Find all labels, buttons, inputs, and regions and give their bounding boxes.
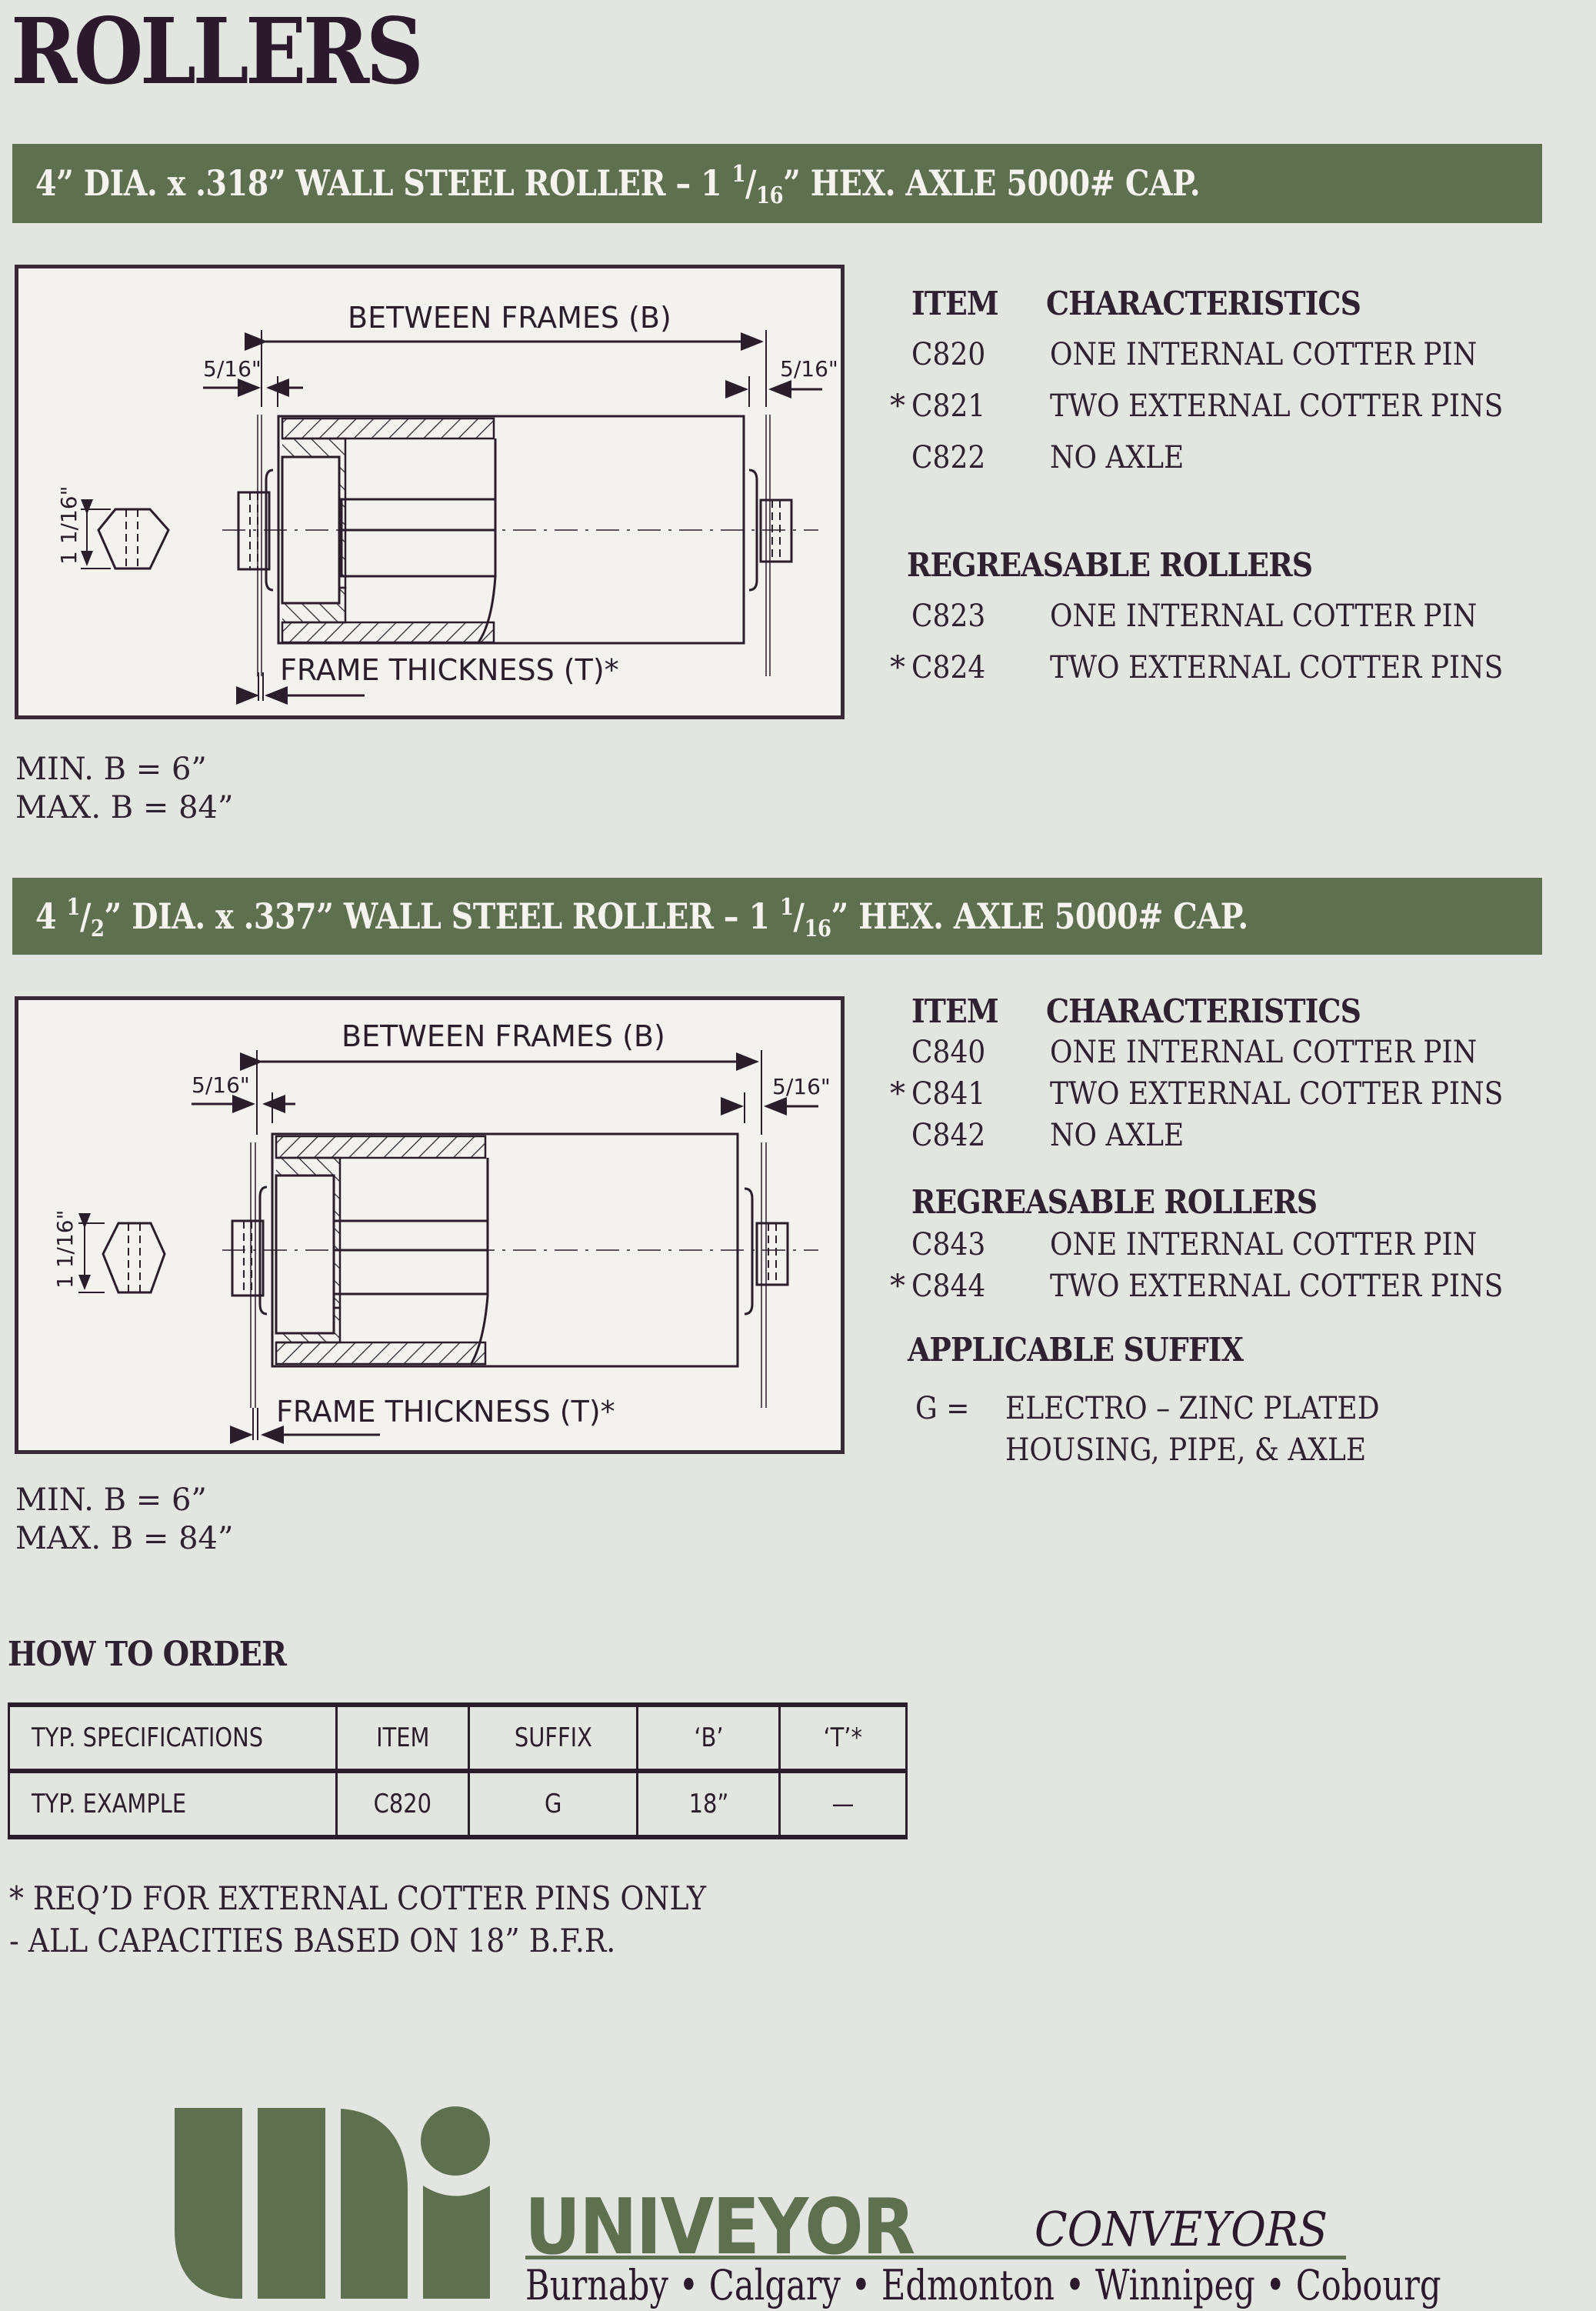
header-cell: SUFFIX	[468, 1702, 638, 1773]
brand-divider	[525, 2256, 1346, 2259]
header-cell: TYP. SPECIFICATIONS	[8, 1702, 338, 1773]
section-2-limits: MIN. B = 6” MAX. B = 84”	[15, 1481, 233, 1558]
example-cell: C820	[335, 1769, 470, 1839]
item-code: C843	[911, 1227, 986, 1262]
frame-thickness-label: FRAME THICKNESS (T)*	[276, 1395, 615, 1429]
item-code: C824	[911, 650, 986, 685]
item-description: TWO EXTERNAL COTTER PINS	[1050, 1076, 1504, 1112]
page-title: ROLLERS	[11, 0, 424, 105]
banner-mid: DIA. x .318” WALL STEEL ROLLER – 1	[73, 162, 732, 204]
section-1-limits: MIN. B = 6” MAX. B = 84”	[15, 750, 233, 827]
applicable-suffix-heading: APPLICABLE SUFFIX	[908, 1331, 1244, 1369]
hex-size-label: 1 1/16"	[56, 486, 82, 565]
item-description: ONE INTERNAL COTTER PIN	[1050, 337, 1478, 372]
min-b-text: MIN. B = 6”	[15, 1482, 207, 1518]
brand-subtitle: CONVEYORS	[1035, 2201, 1328, 2257]
section-1-item-list: ITEM CHARACTERISTICS C820 ONE INTERNAL C…	[890, 285, 1504, 685]
item-code: C822	[911, 440, 986, 475]
max-b-text: MAX. B = 84”	[15, 1521, 234, 1556]
banner-frac-num: 1	[731, 161, 746, 188]
section-2-item-list: ITEM CHARACTERISTICS C840 ONE INTERNAL C…	[890, 992, 1504, 1468]
item-code: C841	[911, 1076, 986, 1112]
header-cell: ITEM	[335, 1702, 470, 1773]
brand-name: UNIVEYOR	[525, 2182, 915, 2272]
characteristics-column-header: CHARACTERISTICS	[1046, 285, 1361, 322]
example-cell: TYP. EXAMPLE	[8, 1769, 338, 1839]
roller-cross-section-diagram: BETWEEN FRAMES (B) 5/16" 5/16" 1 1/16" F…	[56, 301, 838, 705]
item-code: C820	[911, 337, 986, 372]
office-locations: Burnaby • Calgary • Edmonton • Winnipeg …	[525, 2261, 1441, 2309]
banner-mid: ” DIA. x .337” WALL STEEL ROLLER – 1	[104, 895, 780, 937]
max-b-text: MAX. B = 84”	[15, 790, 234, 825]
univeyor-logo-mark-icon	[175, 2106, 490, 2299]
banner-post: ” HEX. AXLE 5000# CAP.	[831, 895, 1249, 937]
item-description: TWO EXTERNAL COTTER PINS	[1050, 650, 1504, 685]
banner-post: ” HEX. AXLE 5000# CAP.	[783, 162, 1201, 204]
banner-frac-num: 1	[779, 894, 794, 921]
item-description: NO AXLE	[1050, 440, 1185, 475]
suffix-description-line-2: HOUSING, PIPE, & AXLE	[1005, 1432, 1367, 1468]
banner-frac-den: 16	[756, 182, 784, 209]
suffix-code: G =	[915, 1391, 970, 1426]
item-description: TWO EXTERNAL COTTER PINS	[1050, 1269, 1504, 1304]
item-description: TWO EXTERNAL COTTER PINS	[1050, 389, 1504, 424]
order-table-example-row: TYP. EXAMPLE C820 G 18” —	[8, 1769, 908, 1839]
left-clearance-label: 5/16"	[192, 1072, 250, 1098]
example-cell: —	[778, 1769, 908, 1839]
right-clearance-label: 5/16"	[772, 1074, 831, 1099]
order-spec-table: TYP. SPECIFICATIONS ITEM SUFFIX ‘B’ ‘T’*…	[8, 1702, 908, 1839]
example-cell: G	[468, 1769, 638, 1839]
footnotes: * REQ’D FOR EXTERNAL COTTER PINS ONLY - …	[9, 1877, 784, 1962]
item-code: C821	[911, 389, 986, 424]
right-clearance-label: 5/16"	[780, 356, 838, 382]
footnote-1: * REQ’D FOR EXTERNAL COTTER PINS ONLY	[9, 1879, 707, 1917]
between-frames-label: BETWEEN FRAMES (B)	[342, 1019, 665, 1053]
footnote-2: - ALL CAPACITIES BASED ON 18” B.F.R.	[9, 1922, 616, 1959]
section-2-banner: 4 1/2” DIA. x .337” WALL STEEL ROLLER – …	[12, 878, 1542, 955]
item-column-header: ITEM	[911, 992, 999, 1030]
banner-text: 4”	[35, 162, 74, 204]
roller-cross-section-diagram: BETWEEN FRAMES (B) 5/16" 5/16" 1 1/16" F…	[52, 1019, 831, 1444]
roller-drawing-1: BETWEEN FRAMES (B) 5/16" 5/16" 1 1/16" F…	[15, 265, 845, 719]
left-clearance-label: 5/16"	[203, 356, 262, 382]
hex-size-label: 1 1/16"	[52, 1210, 78, 1289]
item-description: ONE INTERNAL COTTER PIN	[1050, 1227, 1478, 1262]
item-column-header: ITEM	[911, 285, 999, 322]
item-description: NO AXLE	[1050, 1118, 1185, 1153]
banner-frac-den: 16	[804, 915, 831, 942]
frame-thickness-label: FRAME THICKNESS (T)*	[280, 653, 619, 687]
characteristics-column-header: CHARACTERISTICS	[1046, 992, 1361, 1030]
example-cell: 18”	[636, 1769, 781, 1839]
header-cell: ‘T’*	[778, 1702, 908, 1773]
header-cell: ‘B’	[636, 1702, 781, 1773]
item-code: C842	[911, 1118, 986, 1153]
roller-drawing-2: BETWEEN FRAMES (B) 5/16" 5/16" 1 1/16" F…	[15, 996, 845, 1454]
banner-pre-frac-num: 1	[66, 894, 80, 921]
between-frames-label: BETWEEN FRAMES (B)	[348, 301, 671, 335]
item-code: C840	[911, 1035, 986, 1070]
item-code: C823	[911, 599, 986, 634]
order-table-header-row: TYP. SPECIFICATIONS ITEM SUFFIX ‘B’ ‘T’*	[8, 1702, 908, 1773]
item-description: ONE INTERNAL COTTER PIN	[1050, 599, 1478, 634]
banner-text: 4	[35, 895, 67, 937]
item-code: C844	[911, 1269, 986, 1304]
how-to-order-heading: HOW TO ORDER	[8, 1635, 287, 1674]
section-1-banner: 4” DIA. x .318” WALL STEEL ROLLER – 1 1/…	[12, 144, 1542, 223]
min-b-text: MIN. B = 6”	[15, 752, 207, 787]
regreasable-heading: REGREASABLE ROLLERS	[911, 1183, 1318, 1221]
banner-pre-frac-den: 2	[90, 915, 105, 942]
item-description: ONE INTERNAL COTTER PIN	[1050, 1035, 1478, 1070]
suffix-description-line-1: ELECTRO – ZINC PLATED	[1005, 1391, 1380, 1426]
regreasable-heading: REGREASABLE ROLLERS	[907, 546, 1313, 584]
